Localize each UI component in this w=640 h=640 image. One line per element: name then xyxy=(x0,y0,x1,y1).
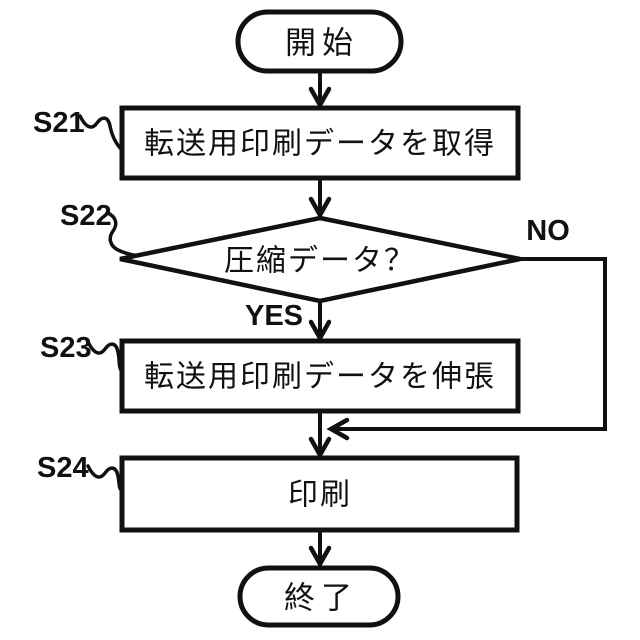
leader-s22 xyxy=(106,211,141,258)
branch-label-yes: YES xyxy=(245,300,303,332)
step-number-s23: S23 xyxy=(40,332,92,364)
leader-s21 xyxy=(78,114,124,152)
branch-label-no: NO xyxy=(526,215,570,247)
step-number-s24: S24 xyxy=(37,452,89,484)
step-number-s22: S22 xyxy=(60,200,112,232)
end-terminal-label: 終了 xyxy=(284,581,358,616)
step-number-s21: S21 xyxy=(33,107,85,139)
decision-label-s22: 圧縮データ？ xyxy=(224,245,416,278)
start-terminal xyxy=(235,9,404,74)
start-terminal-label: 開始 xyxy=(285,26,359,61)
process-box-s21 xyxy=(119,105,521,181)
process-label-s24: 印刷 xyxy=(288,479,352,512)
connector-s22-no-branch xyxy=(326,257,607,441)
decision-diamond-s22 xyxy=(119,215,521,304)
process-label-s23: 転送用印刷データを伸張 xyxy=(144,361,496,394)
process-box-s24 xyxy=(119,455,520,533)
leader-s24 xyxy=(86,464,125,494)
process-box-s23 xyxy=(119,338,521,414)
leader-s23 xyxy=(86,340,125,375)
process-label-s21: 転送用印刷データを取得 xyxy=(144,128,496,161)
end-terminal xyxy=(237,565,401,628)
